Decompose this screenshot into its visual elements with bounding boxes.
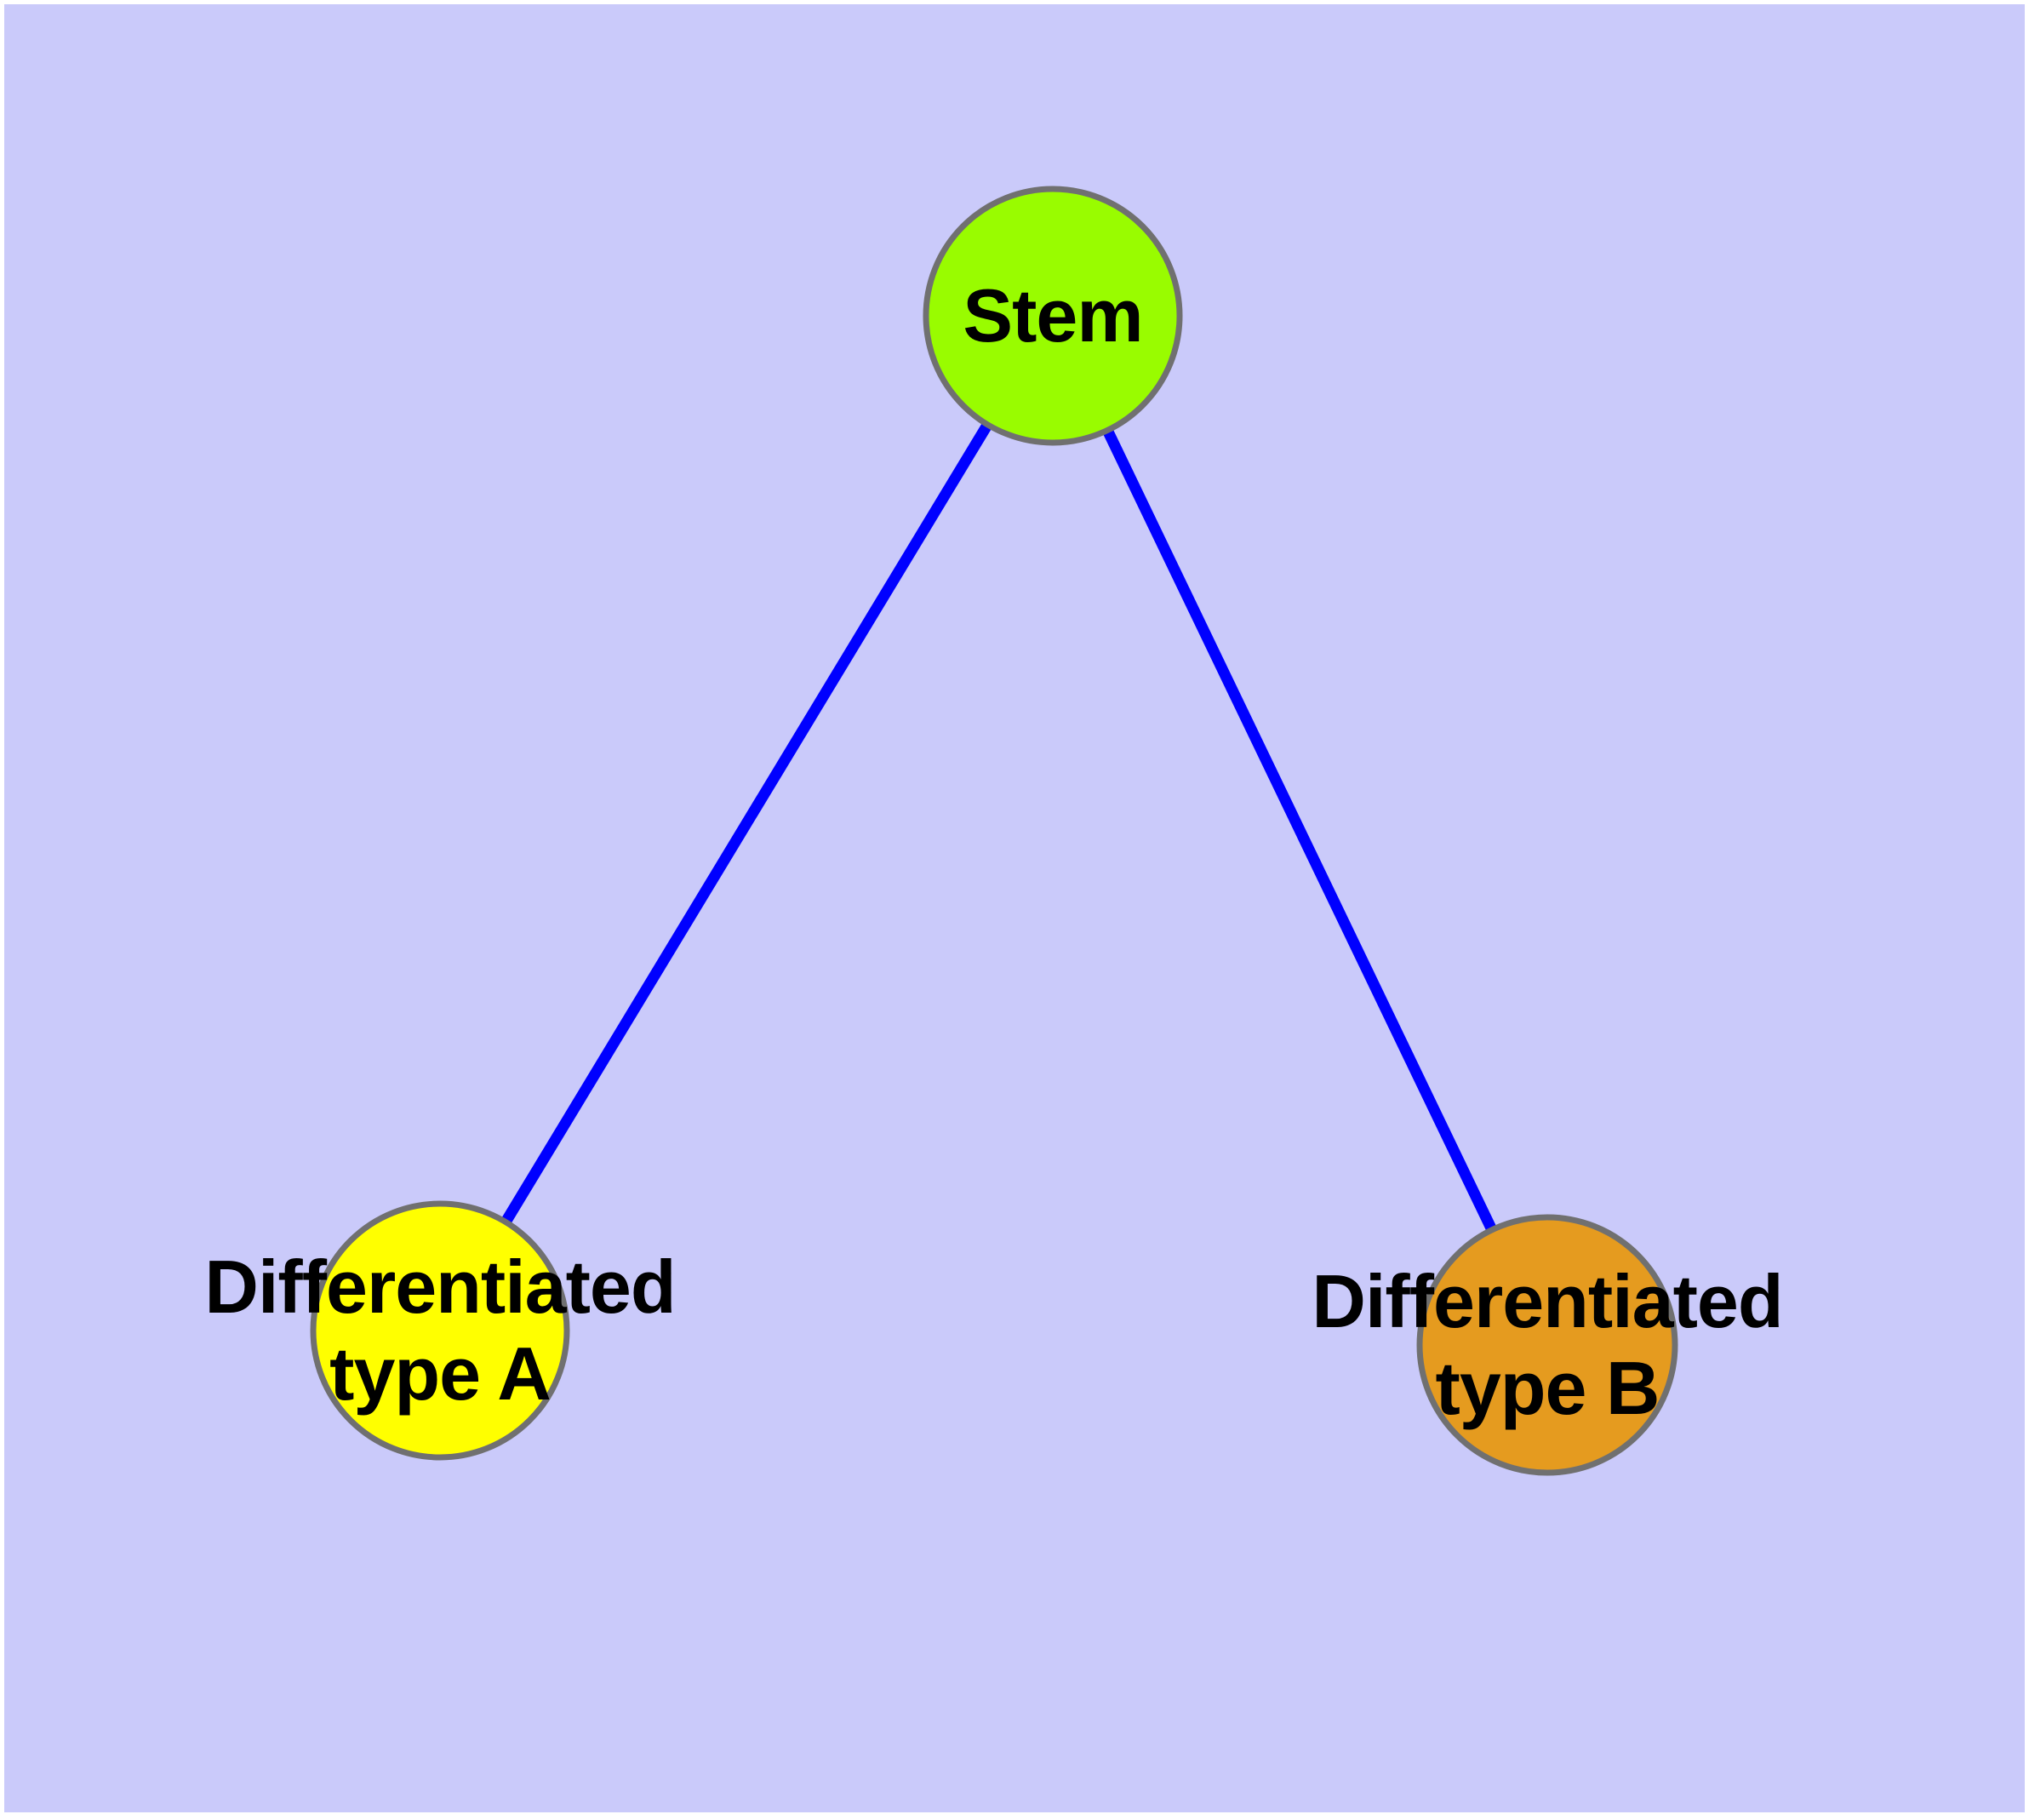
- node-type-a-label-line2: type A: [329, 1331, 552, 1416]
- node-type-a-label-line1: Differentiated: [204, 1244, 676, 1329]
- node-type-b-label: Differentiated type B: [1312, 1258, 1783, 1432]
- edge-stem-to-type-a: [435, 313, 1058, 1334]
- edge-stem-to-type-b: [1048, 314, 1552, 1348]
- node-differentiated-type-a: [310, 1200, 570, 1461]
- node-differentiated-type-b: [1416, 1214, 1678, 1476]
- node-stem: [923, 186, 1183, 446]
- node-type-b-label-line1: Differentiated: [1312, 1258, 1783, 1343]
- node-type-b-label-line2: type B: [1435, 1346, 1660, 1430]
- node-type-a-label: Differentiated type A: [204, 1244, 676, 1417]
- node-stem-label: Stem: [963, 272, 1143, 358]
